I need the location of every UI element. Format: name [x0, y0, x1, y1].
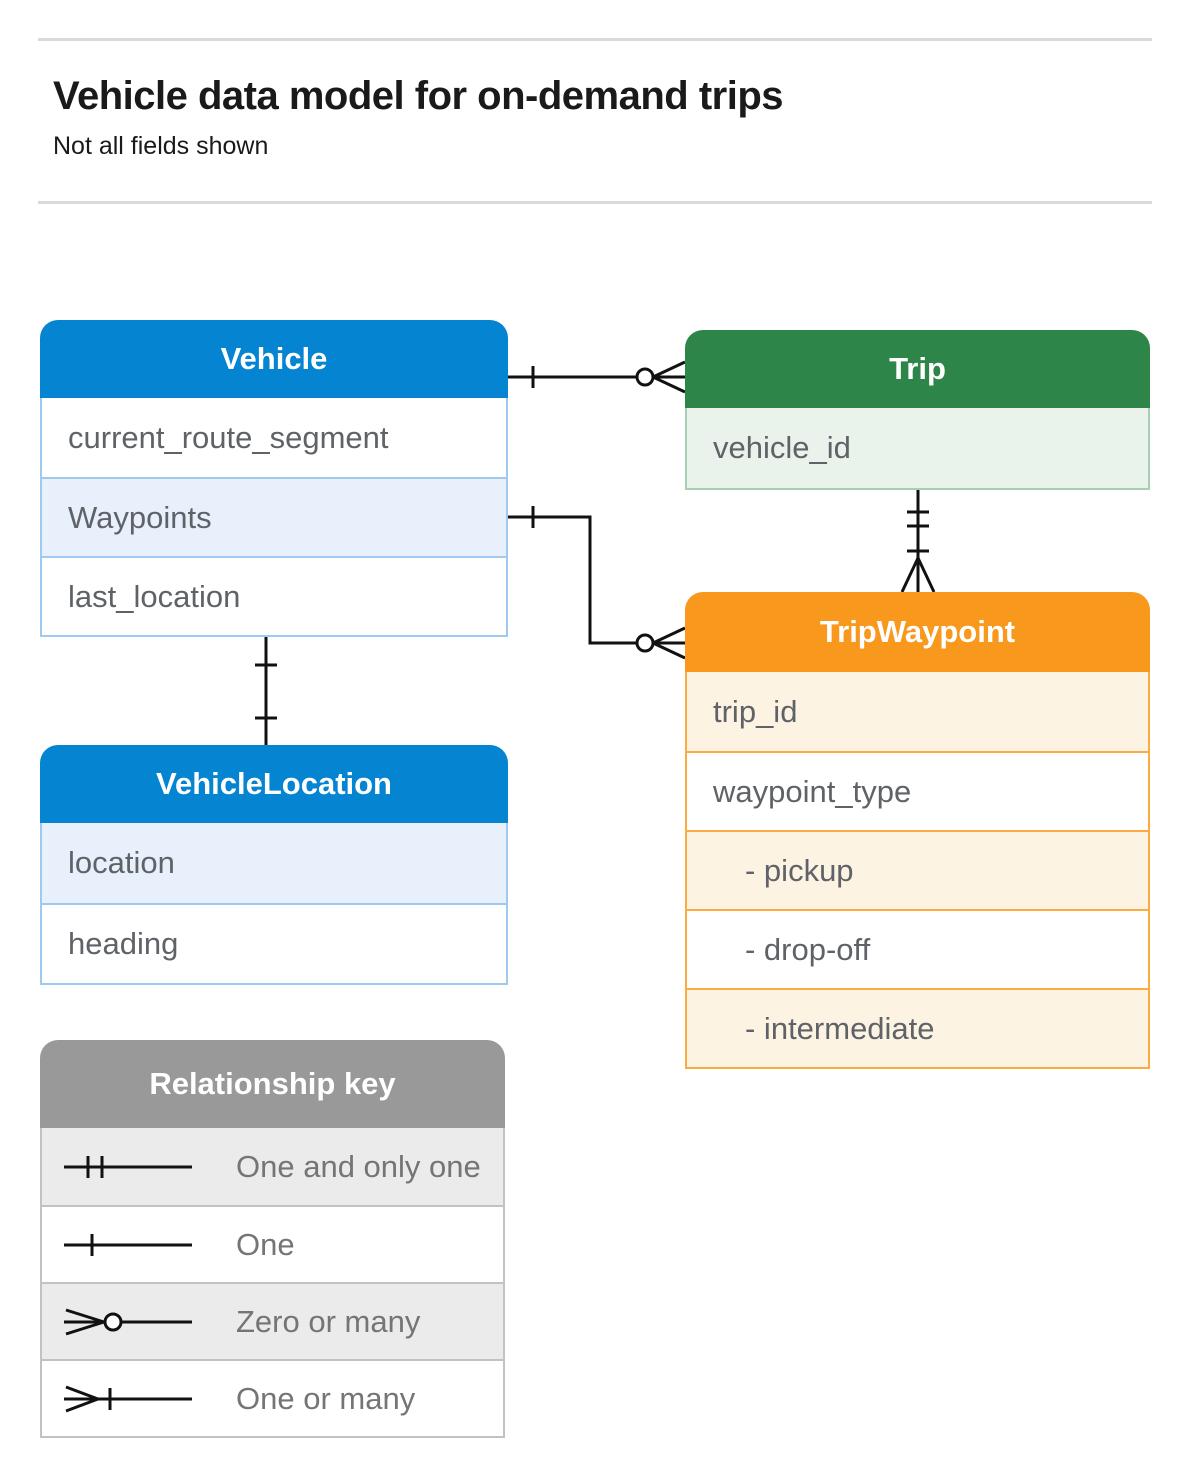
vehiclelocation-field-heading: heading: [42, 903, 506, 983]
one-and-only-one-icon: [64, 1155, 192, 1178]
legend-label: One or many: [236, 1380, 416, 1416]
page-subtitle: Not all fields shown: [53, 132, 269, 160]
trip-table-title: Trip: [685, 330, 1150, 408]
vehicle-table: Vehicle current_route_segment Waypoints …: [40, 320, 508, 637]
legend-label: One and only one: [236, 1148, 481, 1184]
trip-table-body: vehicle_id: [685, 408, 1150, 490]
connector-waypoints-tripwaypoint: [508, 506, 686, 660]
one-icon: [64, 1233, 192, 1256]
vehicle-field-waypoints: Waypoints: [42, 477, 506, 556]
vehiclelocation-table-body: location heading: [40, 823, 508, 985]
tripwaypoint-field-trip-id: trip_id: [687, 672, 1148, 751]
tripwaypoint-table-title: TripWaypoint: [685, 592, 1150, 672]
tripwaypoint-value-pickup: - pickup: [687, 830, 1148, 909]
tripwaypoint-table-body: trip_id waypoint_type - pickup - drop-of…: [685, 672, 1150, 1069]
vehicle-table-body: current_route_segment Waypoints last_loc…: [40, 398, 508, 637]
vehiclelocation-table-title: VehicleLocation: [40, 745, 508, 823]
connector-trip-tripwaypoint: [900, 488, 936, 593]
connector-vehicle-trip: [508, 360, 686, 394]
legend-item-zero-or-many: Zero or many: [42, 1282, 503, 1359]
crow-foot-icon: [652, 360, 686, 394]
vehiclelocation-field-location: location: [42, 823, 506, 903]
one-or-many-icon: [64, 1385, 192, 1412]
legend-label: Zero or many: [236, 1303, 421, 1339]
tripwaypoint-table: TripWaypoint trip_id waypoint_type - pic…: [685, 592, 1150, 1069]
one-and-only-one-ticks-icon: [907, 510, 929, 528]
zero-circle-icon: [635, 633, 655, 653]
vehicle-field-last-location: last_location: [42, 556, 506, 635]
connector-vehicle-vehiclelocation: [255, 637, 277, 745]
legend-label: One: [236, 1226, 295, 1262]
zero-circle-icon: [635, 367, 655, 387]
crow-foot-icon: [900, 557, 936, 593]
tripwaypoint-field-waypoint-type: waypoint_type: [687, 751, 1148, 830]
vehiclelocation-table: VehicleLocation location heading: [40, 745, 508, 985]
relationship-key-body: One and only one One Zero or many: [40, 1128, 505, 1438]
top-divider: [38, 38, 1152, 41]
zero-or-many-icon: [64, 1308, 192, 1335]
page-title: Vehicle data model for on-demand trips: [53, 74, 784, 118]
vehicle-table-title: Vehicle: [40, 320, 508, 398]
trip-table: Trip vehicle_id: [685, 330, 1150, 490]
crow-foot-icon: [652, 626, 686, 660]
vehicle-field-current-route-segment: current_route_segment: [68, 419, 389, 455]
legend-item-one: One: [42, 1205, 503, 1282]
relationship-key-title: Relationship key: [40, 1040, 505, 1128]
tripwaypoint-value-drop-off: - drop-off: [687, 909, 1148, 988]
relationship-key: Relationship key One and only one One: [40, 1040, 505, 1438]
trip-field-vehicle-id: vehicle_id: [687, 408, 1148, 488]
tripwaypoint-value-intermediate: - intermediate: [687, 988, 1148, 1067]
legend-item-one-or-many: One or many: [42, 1359, 503, 1436]
legend-item-one-and-only-one: One and only one: [42, 1128, 503, 1205]
header-divider: [38, 201, 1152, 204]
